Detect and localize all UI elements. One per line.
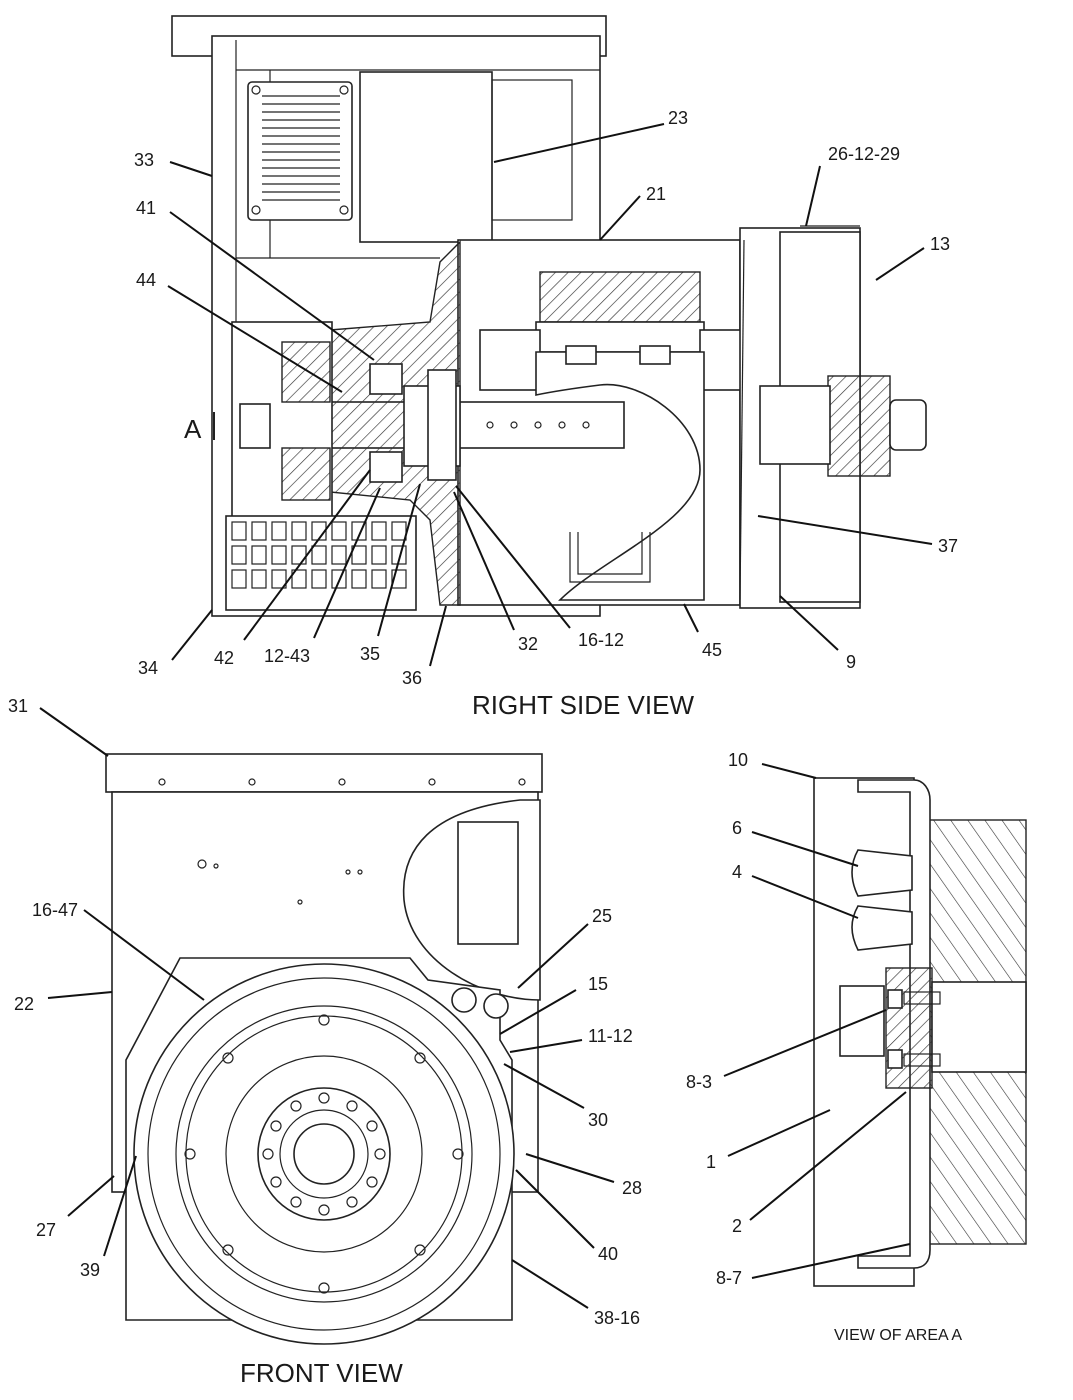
shaft-holes bbox=[486, 421, 590, 429]
drive-coupling bbox=[827, 375, 891, 477]
front-leaders bbox=[39, 707, 615, 1309]
exciter-rotor bbox=[281, 341, 331, 403]
right-side-view: A bbox=[134, 15, 958, 720]
callout-1: 1 bbox=[706, 1152, 716, 1172]
right-side-leaders bbox=[167, 123, 933, 667]
callout-32: 32 bbox=[518, 634, 538, 654]
callout-30: 30 bbox=[588, 1110, 608, 1130]
area-a-view: 10 6 4 8-3 1 2 8-7 VIEW OF AREA A bbox=[686, 750, 1027, 1344]
callout-15: 15 bbox=[588, 974, 608, 994]
area-a-callouts: 10 6 4 8-3 1 2 8-7 bbox=[686, 750, 748, 1288]
bolt-circle bbox=[184, 1014, 464, 1294]
area-a-hub bbox=[931, 981, 1027, 1073]
callout-41: 41 bbox=[136, 198, 156, 218]
callout-45: 45 bbox=[702, 640, 722, 660]
right-side-view-title: RIGHT SIDE VIEW bbox=[472, 690, 694, 720]
voltage-regulator bbox=[247, 81, 353, 221]
lid-holes bbox=[158, 778, 526, 786]
callout-8-3: 8-3 bbox=[686, 1072, 712, 1092]
callout-25: 25 bbox=[592, 906, 612, 926]
callout-6: 6 bbox=[732, 818, 742, 838]
callout-36: 36 bbox=[402, 668, 422, 688]
callout-26-12-29: 26-12-29 bbox=[828, 144, 900, 164]
endbell bbox=[329, 240, 461, 606]
front-regulator bbox=[457, 821, 519, 945]
callout-21: 21 bbox=[646, 184, 666, 204]
callout-13: 13 bbox=[930, 234, 950, 254]
bearing bbox=[369, 363, 403, 395]
rotor-cover bbox=[535, 351, 705, 601]
callout-42: 42 bbox=[214, 648, 234, 668]
callout-2: 2 bbox=[732, 1216, 742, 1236]
callout-12-43: 12-43 bbox=[264, 646, 310, 666]
callout-10: 10 bbox=[728, 750, 748, 770]
callout-27: 27 bbox=[36, 1220, 56, 1240]
front-top-lid bbox=[105, 753, 543, 793]
callout-37: 37 bbox=[938, 536, 958, 556]
area-a-leaders bbox=[723, 763, 911, 1279]
callout-38-16: 38-16 bbox=[594, 1308, 640, 1328]
callout-16-12: 16-12 bbox=[578, 630, 624, 650]
callout-9: 9 bbox=[846, 652, 856, 672]
stator-core-top bbox=[539, 271, 701, 323]
callout-22: 22 bbox=[14, 994, 34, 1014]
callout-33: 33 bbox=[134, 150, 154, 170]
callout-16-47: 16-47 bbox=[32, 900, 78, 920]
callout-4: 4 bbox=[732, 862, 742, 882]
callout-44: 44 bbox=[136, 270, 156, 290]
callout-39: 39 bbox=[80, 1260, 100, 1280]
right-side-callouts: 23 33 26-12-29 21 41 13 44 37 34 42 12-4… bbox=[134, 108, 958, 688]
callout-31: 31 bbox=[8, 696, 28, 716]
callout-40: 40 bbox=[598, 1244, 618, 1264]
area-a-view-title: VIEW OF AREA A bbox=[834, 1327, 962, 1344]
vent-grille bbox=[225, 515, 417, 611]
callout-34: 34 bbox=[138, 658, 158, 678]
callout-28: 28 bbox=[622, 1178, 642, 1198]
callout-35: 35 bbox=[360, 644, 380, 664]
regulator-fins bbox=[262, 95, 340, 201]
front-view-title: FRONT VIEW bbox=[240, 1358, 403, 1388]
callout-23: 23 bbox=[668, 108, 688, 128]
front-view: 31 16-47 25 22 15 11-12 30 28 27 40 39 3… bbox=[8, 696, 642, 1388]
front-callouts: 31 16-47 25 22 15 11-12 30 28 27 40 39 3… bbox=[8, 696, 642, 1328]
callout-11-12: 11-12 bbox=[588, 1026, 633, 1046]
area-a-marker: A bbox=[184, 414, 202, 444]
callout-8-7: 8-7 bbox=[716, 1268, 742, 1288]
